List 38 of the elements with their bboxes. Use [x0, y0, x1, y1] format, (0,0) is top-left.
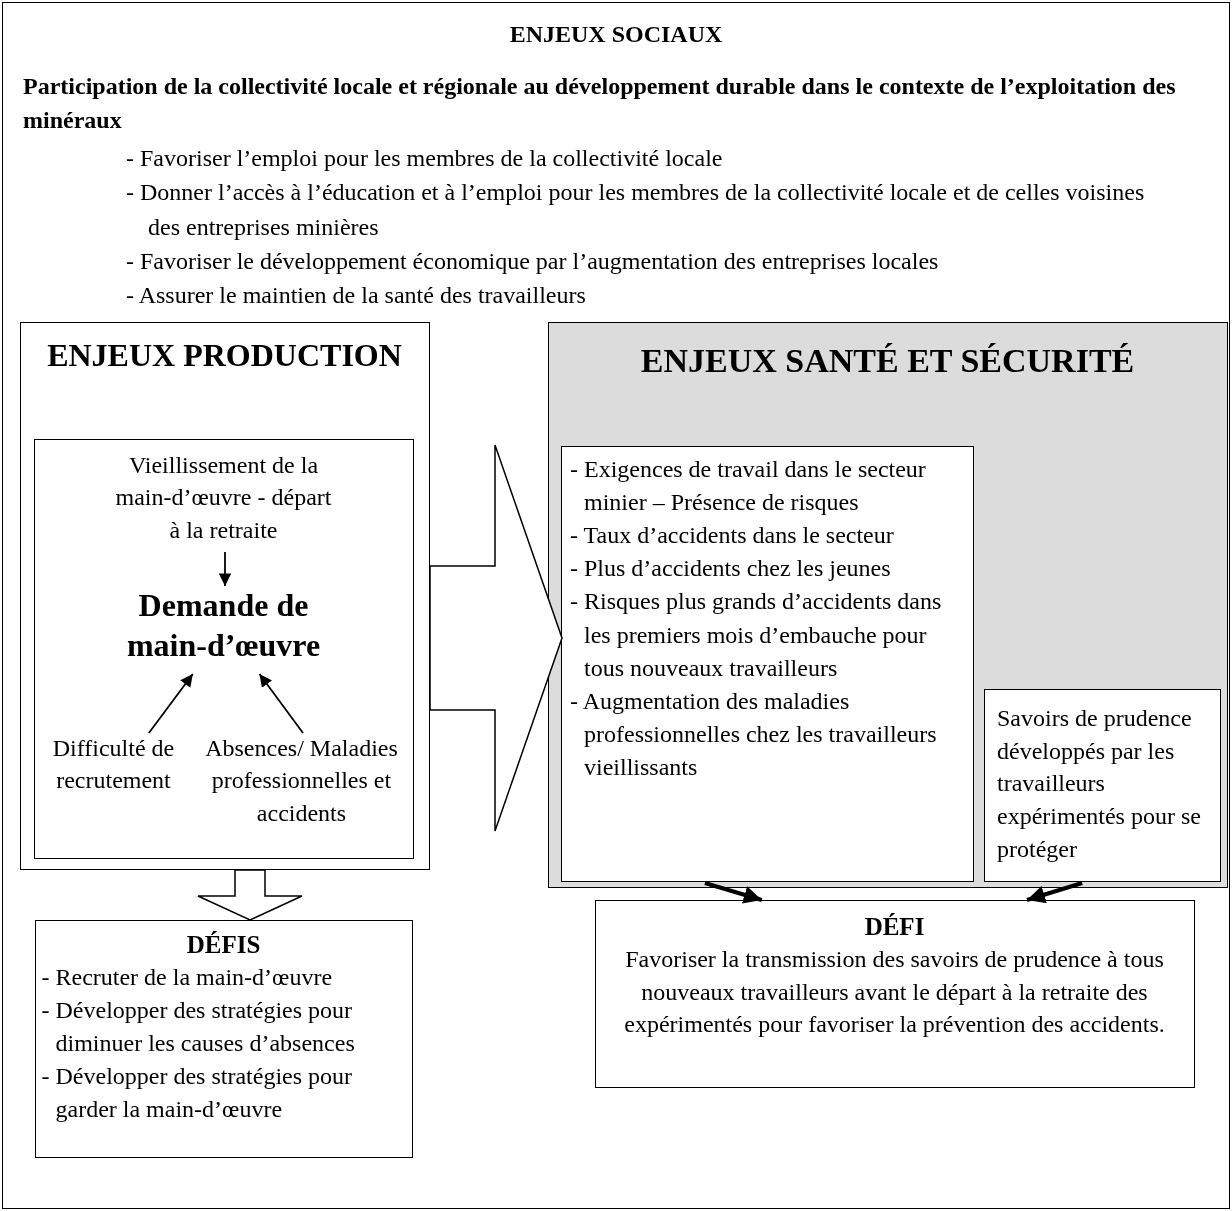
list-item: - Favoriser le développement économique par l’augmentation des entreprises locales: [125, 246, 940, 276]
list-item: - Donner l’accès à l’éducation et à l’emploi pour les membres de la collectivité locale et de celles voisines des entreprises minières: [125, 178, 1146, 242]
arrow: [704, 881, 763, 904]
challenge-title: DÉFI: [863, 911, 926, 942]
challenges-title: DÉFIS: [185, 929, 262, 960]
section-heading: Participation de la collectivité locale et régionale au développement durable dans le contexte de l’exploitation des minéraux: [23, 72, 1177, 135]
node-label: Demande de main-d’œuvre: [125, 585, 322, 665]
list-item: - Augmentation des maladies professionnelles chez les travailleurs vieillissants: [570, 686, 938, 782]
arrow: [148, 673, 194, 734]
block-arrow: [197, 869, 303, 921]
section-box: [19, 321, 430, 870]
list-item: - Développer des stratégies pour garder la main-d’œuvre: [41, 1062, 354, 1125]
panel-title: ENJEUX SANTÉ ET SÉCURITÉ: [639, 340, 1136, 381]
list-item: - Taux d’accidents dans le secteur: [570, 521, 895, 551]
challenge-box: [34, 919, 413, 1158]
arrow: [258, 673, 304, 734]
social-issues-title: ENJEUX SOCIAUX: [508, 20, 724, 49]
list-item: - Plus d’accidents chez les jeunes: [570, 554, 892, 584]
list-item: - Exigences de travail dans le secteur minier – Présence de risques: [570, 455, 927, 518]
panel-title: ENJEUX PRODUCTION: [46, 335, 403, 375]
note-text: Savoirs de prudence développés par les travailleurs expérimentés pour se protéger: [997, 704, 1202, 864]
challenge-text: Favoriser la transmission des savoirs de prudence à tous nouveaux travailleurs avant le départ à la retraite des expérimentés pour favoriser la prévention des accidents.: [623, 945, 1166, 1040]
note-box: [984, 689, 1221, 882]
block-arrow: [429, 444, 563, 832]
list-item: - Favoriser l’emploi pour les membres de la collectivité locale: [125, 144, 724, 174]
challenge-box: [594, 899, 1195, 1088]
inner-box: [34, 439, 414, 859]
list-item: - Risques plus grands d’accidents dans les premiers mois d’embauche pour tous nouveaux travailleurs: [570, 587, 943, 683]
shaded-panel: [547, 321, 1228, 888]
list-item: - Recruter de la main-d’œuvre: [41, 963, 334, 992]
node-label: Difficulté de recrutement: [51, 733, 176, 796]
list-item: - Développer des stratégies pour diminuer les causes d’absences: [41, 996, 356, 1059]
list-item: - Assurer le maintien de la santé des travailleurs: [125, 280, 587, 310]
list-box: [561, 446, 974, 882]
arrow: [218, 551, 232, 587]
node-label: Vieillissement de la main-d’œuvre - départ à la retraite: [114, 450, 333, 545]
node-label: Absences/ Maladies professionnelles et accidents: [204, 733, 399, 828]
arrow: [1026, 881, 1083, 904]
